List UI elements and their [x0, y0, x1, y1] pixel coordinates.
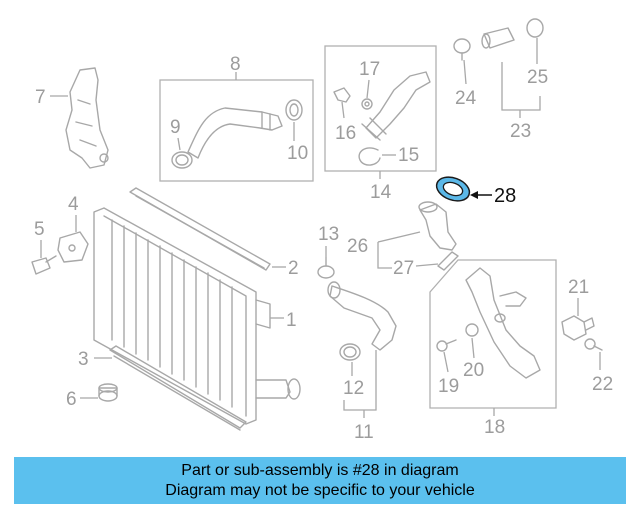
callout-22: 22 [592, 374, 613, 395]
group-box-18 [429, 259, 557, 409]
part-4-mount [57, 231, 89, 263]
leader-17 [366, 79, 370, 99]
banner-line-2: Diagram may not be specific to your vehi… [165, 482, 475, 499]
group-box-8 [159, 79, 314, 182]
part-11-hose [327, 281, 397, 351]
group-box-14 [324, 45, 437, 172]
callout-4: 4 [68, 194, 79, 215]
leader-24 [463, 59, 467, 85]
bracket-23 [501, 62, 541, 111]
part-6-grommet [98, 383, 118, 402]
part-16-clip [333, 87, 351, 103]
leader-16 [341, 101, 345, 119]
callout-18: 18 [484, 417, 505, 438]
part-5-bolt [31, 255, 57, 275]
part-17-bolt [361, 98, 373, 110]
callout-9: 9 [170, 117, 181, 138]
parts-diagram: 7 8 9 10 14 17 16 15 [31, 18, 613, 443]
leader-9 [177, 137, 181, 151]
callout-11: 11 [354, 422, 374, 443]
part-12-clamp [339, 343, 361, 361]
part-2-seal-strip [129, 187, 271, 271]
part-9-hose-clamp [171, 151, 193, 169]
callout-5: 5 [34, 219, 45, 240]
banner-line-1: Part or sub-assembly is #28 in diagram [181, 462, 459, 479]
part-22-bolt [584, 338, 603, 351]
leader-20 [471, 337, 475, 359]
callout-26: 26 [347, 236, 368, 257]
part-26-pipe [418, 201, 457, 251]
part-15-clamp [358, 147, 381, 166]
arrow-28 [470, 191, 478, 199]
leader-27 [415, 263, 439, 267]
callout-6: 6 [66, 389, 77, 410]
part-3-seal-strip [109, 345, 247, 431]
callout-7: 7 [35, 87, 46, 108]
callout-12: 12 [343, 378, 364, 399]
part-20-clip [465, 323, 479, 337]
callout-13: 13 [318, 224, 339, 245]
part-1-intercooler [93, 207, 301, 425]
callout-25: 25 [527, 67, 548, 88]
callout-28: 28 [494, 185, 516, 207]
callout-20: 20 [463, 360, 484, 381]
part-24-clamp [453, 38, 471, 61]
part-8-intake-hose [187, 107, 283, 159]
callout-24: 24 [455, 88, 477, 109]
callout-16: 16 [335, 123, 356, 144]
callout-15: 15 [398, 145, 419, 166]
part-10-seal-ring [285, 99, 303, 121]
part-18-intake-pipe [465, 267, 541, 379]
bracket-26-27 [377, 242, 392, 269]
bracket-11 [343, 350, 377, 411]
leader-26 [377, 231, 421, 243]
part-19-bolt [436, 339, 457, 352]
callout-17: 17 [359, 59, 380, 80]
callout-27: 27 [393, 258, 414, 279]
part-21-sensor [561, 315, 595, 341]
callout-14: 14 [370, 182, 392, 203]
callout-10: 10 [287, 143, 308, 164]
callout-19: 19 [438, 376, 459, 397]
leader-19 [443, 351, 449, 373]
part-27-sensor [437, 251, 459, 271]
part-28-gasket [435, 176, 471, 202]
callout-23: 23 [510, 121, 531, 142]
part-14-charge-pipe [361, 71, 431, 141]
callout-2: 2 [288, 258, 299, 279]
callout-1: 1 [286, 310, 297, 331]
info-banner: Part or sub-assembly is #28 in diagram D… [14, 457, 626, 504]
callout-8: 8 [230, 54, 241, 75]
callout-21: 21 [568, 277, 589, 298]
part-25-hose [481, 18, 544, 49]
part-7-bracket [65, 67, 109, 169]
callout-3: 3 [78, 349, 89, 370]
part-13-clamp [317, 257, 335, 279]
